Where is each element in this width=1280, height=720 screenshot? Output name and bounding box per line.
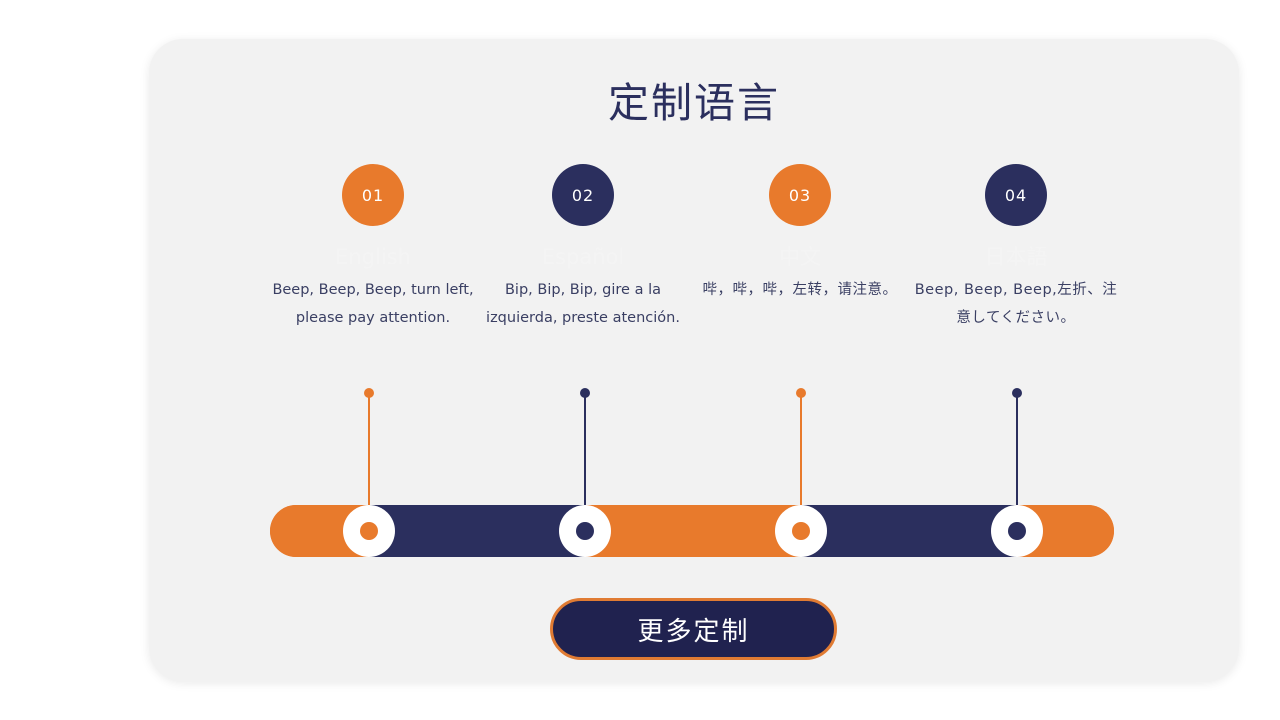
language-phrase-01: Beep, Beep, Beep, turn left, please pay …: [272, 282, 474, 326]
timeline-node-core-03: [792, 522, 810, 540]
timeline-segment-2: [369, 505, 585, 557]
timeline-node-03[interactable]: [775, 505, 827, 557]
language-label-04: 日本語: [984, 245, 1048, 269]
step-badge-04: 04: [985, 164, 1047, 226]
timeline-node-core-04: [1008, 522, 1026, 540]
content-card: 定制语言 01 English Beep, Beep, Beep, turn l…: [149, 39, 1239, 681]
step-badge-03: 03: [769, 164, 831, 226]
language-column-01[interactable]: 01 English Beep, Beep, Beep, turn left, …: [258, 164, 488, 332]
language-phrase-03: 哔，哔，哔，左转，请注意。: [702, 282, 898, 298]
more-customization-button[interactable]: 更多定制: [550, 598, 837, 660]
timeline-segment-3: [585, 505, 801, 557]
timeline-node-01[interactable]: [343, 505, 395, 557]
timeline-node-core-02: [576, 522, 594, 540]
timeline-segment-4: [801, 505, 1017, 557]
timeline-bar: [270, 505, 1114, 557]
timeline-node-04[interactable]: [991, 505, 1043, 557]
timeline-node-core-01: [360, 522, 378, 540]
language-column-04[interactable]: 04 日本語 Beep, Beep, Beep,左折、注意してください。: [901, 164, 1131, 332]
language-label-03: 中文: [779, 245, 821, 269]
language-phrase-04: Beep, Beep, Beep,左折、注意してください。: [914, 282, 1118, 326]
page-title: 定制语言: [608, 79, 780, 127]
language-column-03[interactable]: 03 中文 哔，哔，哔，左转，请注意。: [685, 164, 915, 304]
step-badge-02: 02: [552, 164, 614, 226]
language-column-02[interactable]: 02 Español Bip, Bip, Bip, gire a la izqu…: [468, 164, 698, 332]
language-label-02: Español: [541, 245, 625, 269]
language-label-01: English: [335, 245, 411, 269]
language-phrase-02: Bip, Bip, Bip, gire a la izquierda, pres…: [486, 282, 680, 326]
step-badge-01: 01: [342, 164, 404, 226]
language-columns: 01 English Beep, Beep, Beep, turn left, …: [149, 164, 1239, 394]
timeline-node-02[interactable]: [559, 505, 611, 557]
